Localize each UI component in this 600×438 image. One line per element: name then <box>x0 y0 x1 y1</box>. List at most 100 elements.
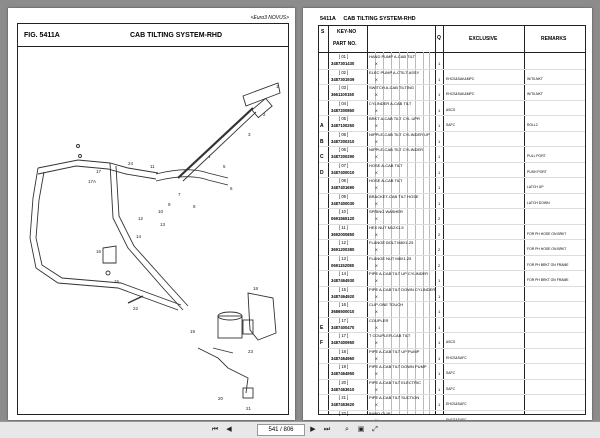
section-id: 5411A <box>320 16 336 22</box>
row-description: CYLINDER A-CAB TILT <box>369 100 412 106</box>
col-divider <box>435 26 436 414</box>
row-applicability-mark: X <box>375 278 378 283</box>
row-exclusive: SAFC <box>446 123 456 127</box>
row-description: PIPE A-CAB TILT ELECTRIC <box>369 379 422 385</box>
row-part-no: 3487200860 <box>331 107 355 113</box>
header-remarks: REMARKS <box>541 36 567 42</box>
row-applicability-mark: X <box>375 262 378 268</box>
row-part-no: 3487301430 <box>331 61 355 66</box>
next-page-icon[interactable]: ▶ <box>310 426 316 433</box>
header-part-no: PART NO. <box>333 41 357 47</box>
header-s: S <box>321 29 325 35</box>
left-page: <Euro3 NOVUS> FIG. 5411A CAB TILTING SYS… <box>8 8 295 420</box>
zoom-icon[interactable]: ⌕ <box>345 426 349 433</box>
row-key-no: [ 12 ] <box>339 240 349 245</box>
row-part-no: 0691152080 <box>331 262 355 268</box>
row-quantity: 2 <box>438 247 441 252</box>
row-description: NIPPLE-CAB TILT CYLINDER UP <box>369 131 430 137</box>
row-applicability-mark: X <box>375 107 378 113</box>
callout-11: 11 <box>150 164 155 169</box>
row-description: PIPE A-CAB TILT DOWN CYLINDER <box>369 286 436 292</box>
first-page-icon[interactable]: ⏮ <box>211 426 219 433</box>
row-part-no: 3692000850 <box>331 231 355 237</box>
row-description: ELEC PUMP A-CTILT ASSY <box>369 69 420 75</box>
row-remarks: FOR PH BRKT ON FRAME <box>527 262 569 267</box>
row-key-no: [ 05 ] <box>339 116 349 121</box>
row-part-no: 3487301939 <box>331 76 355 82</box>
fit-page-icon[interactable]: ▣ <box>357 426 365 433</box>
header-q: Q <box>437 35 441 41</box>
row-applicability-mark: X <box>375 200 378 206</box>
col-divider <box>415 52 416 414</box>
row-applicability-mark: X <box>375 216 378 221</box>
row-quantity: 1 <box>438 200 441 206</box>
row-applicability-mark: X <box>375 61 378 66</box>
section-title: CAB TILTING SYSTEM-RHD <box>343 16 416 22</box>
row-quantity: 1 <box>438 324 441 330</box>
row-applicability-mark: X <box>375 293 378 299</box>
last-page-icon[interactable]: ⏭ <box>323 426 331 433</box>
row-key-no: [ 17 ] <box>339 317 349 323</box>
prev-page-icon[interactable]: ◀ <box>226 426 232 433</box>
row-quantity: 2 <box>438 216 441 221</box>
row-description: BAND CLIP <box>369 410 391 416</box>
row-description: PIPE A-CAB TILT UP CYLINDER <box>369 271 429 276</box>
row-description: FLANGE BOLT M8X1.25 <box>369 240 414 245</box>
callout-15: 15 <box>114 279 120 284</box>
callout-21: 21 <box>246 406 252 411</box>
row-applicability-mark: X <box>375 76 378 82</box>
row-description: COUPLER <box>369 317 389 323</box>
header-key-no: KEY-NO <box>337 29 357 35</box>
figure-id: FIG. 5411A <box>24 32 60 39</box>
row-description: HOSE A-CAB TILT <box>369 178 403 183</box>
row-key-no: [ 18 ] <box>339 348 349 354</box>
callout-4: 4 <box>208 154 211 159</box>
row-part-no: 3487400470 <box>331 324 355 330</box>
page-number-input[interactable]: 541 / 806 <box>257 424 305 436</box>
fullscreen-icon[interactable]: ⤢ <box>372 426 378 433</box>
callout-2: 2 <box>263 112 266 117</box>
col-divider <box>423 52 424 414</box>
callout-19: 19 <box>190 329 196 334</box>
header-exclusive: EXCLUSIVE <box>469 36 498 42</box>
row-applicability-mark: X <box>375 92 378 97</box>
row-part-no: 3487464930 <box>331 278 355 283</box>
row-applicability-mark: X <box>375 231 378 237</box>
callout-9: 9 <box>168 202 171 207</box>
row-exclusive: SAFC <box>446 386 456 391</box>
row-remarks: ROLL2 <box>527 123 538 127</box>
callout-7: 7 <box>178 192 181 197</box>
row-key-no: [ 02 ] <box>339 69 349 75</box>
row-description: BRKT A-CAB TILT CYL UPR <box>369 116 420 121</box>
page-indicator: 541 / 806 <box>268 427 294 433</box>
row-key-no: [ 09 ] <box>339 193 349 199</box>
row-key-no: [ 14 ] <box>339 271 349 276</box>
row-exclusive: EHCS&SAFC <box>446 355 467 360</box>
edition-label: <Euro3 NOVUS> <box>250 15 289 21</box>
callout-14: 14 <box>136 234 142 239</box>
callout-17a: 17A <box>88 179 96 184</box>
callout-13: 13 <box>160 222 166 227</box>
row-key-no: [ 06 ] <box>339 147 349 152</box>
row-description: SWITCH A-CAB TILTING <box>369 85 414 90</box>
row-key-no: [ 04 ] <box>339 100 349 106</box>
viewer-toolbar: ⏮ ◀ 541 / 806 ▶ ⏭ ⌕ ▣ ⤢ <box>0 421 600 438</box>
row-description: PIPE A-CAB TILT SUCTION <box>369 395 420 400</box>
row-remarks: W/TILNKT <box>527 92 543 96</box>
row-key-no: [ 11 ] <box>339 224 349 230</box>
col-divider <box>399 52 400 414</box>
row-remarks: FOR PH BRKT ON FRAME <box>527 278 569 282</box>
row-quantity: 1 <box>438 138 441 144</box>
